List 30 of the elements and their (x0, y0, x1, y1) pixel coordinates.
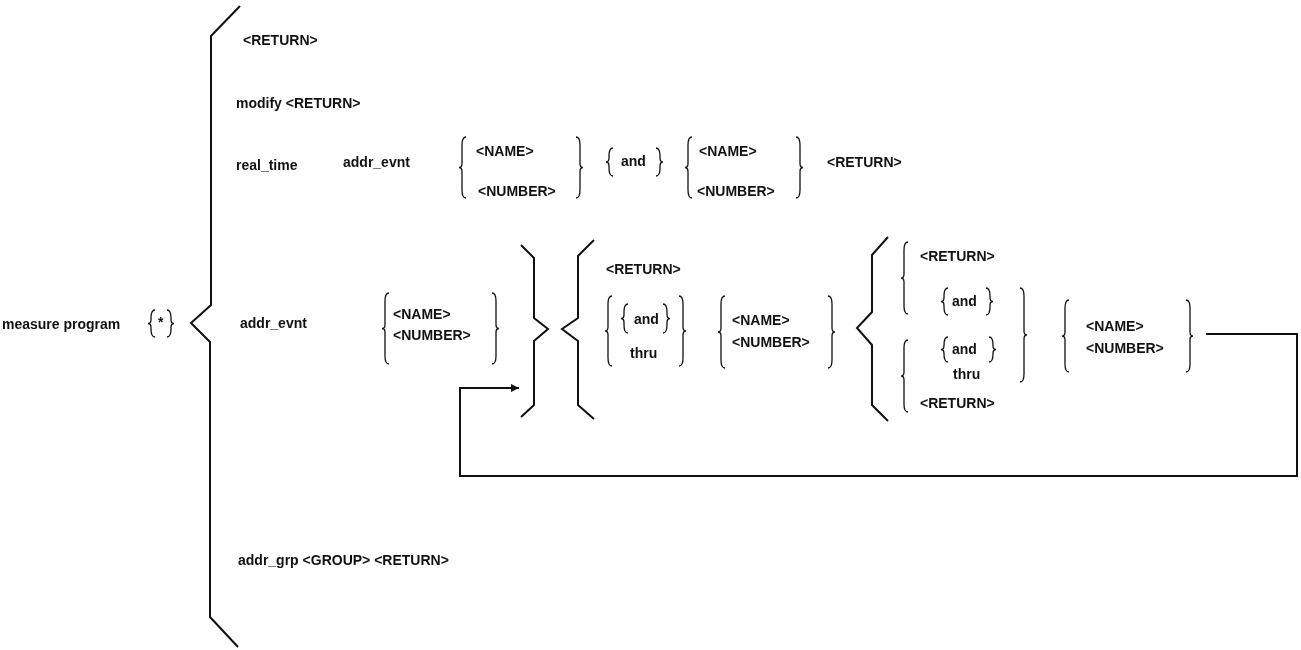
loop-arrow (459, 333, 1298, 477)
syntax-text: addr_grp <GROUP> <RETURN> (238, 552, 449, 568)
syntax-text: <NUMBER> (1086, 340, 1164, 356)
brace-pair (519, 238, 597, 422)
syntax-text: real_time (236, 157, 298, 173)
syntax-text: <NAME> (1086, 318, 1144, 334)
syntax-text: addr_evnt (240, 315, 307, 331)
syntax-text: <NAME> (732, 312, 790, 328)
syntax-text: <RETURN> (606, 261, 681, 277)
syntax-text: and (952, 341, 977, 357)
syntax-text: * (158, 314, 164, 330)
syntax-text: <NAME> (476, 143, 534, 159)
syntax-text: measure program (2, 316, 121, 332)
syntax-text: modify <RETURN> (236, 95, 361, 111)
syntax-text: and (621, 153, 646, 169)
syntax-text: addr_evnt (343, 154, 410, 170)
syntax-text: <RETURN> (243, 32, 318, 48)
syntax-text: and (952, 293, 977, 309)
syntax-text: <RETURN> (920, 395, 995, 411)
syntax-text: and (634, 311, 659, 327)
syntax-text: <RETURN> (920, 248, 995, 264)
syntax-text: <NUMBER> (478, 183, 556, 199)
syntax-text: thru (953, 366, 981, 382)
syntax-text: <RETURN> (827, 154, 902, 170)
syntax-text: <NUMBER> (393, 327, 471, 343)
syntax-text: <NAME> (699, 143, 757, 159)
syntax-text: thru (630, 345, 658, 361)
syntax-text: <NAME> (393, 306, 451, 322)
syntax-text: <NUMBER> (697, 183, 775, 199)
syntax-text: <NUMBER> (732, 334, 810, 350)
